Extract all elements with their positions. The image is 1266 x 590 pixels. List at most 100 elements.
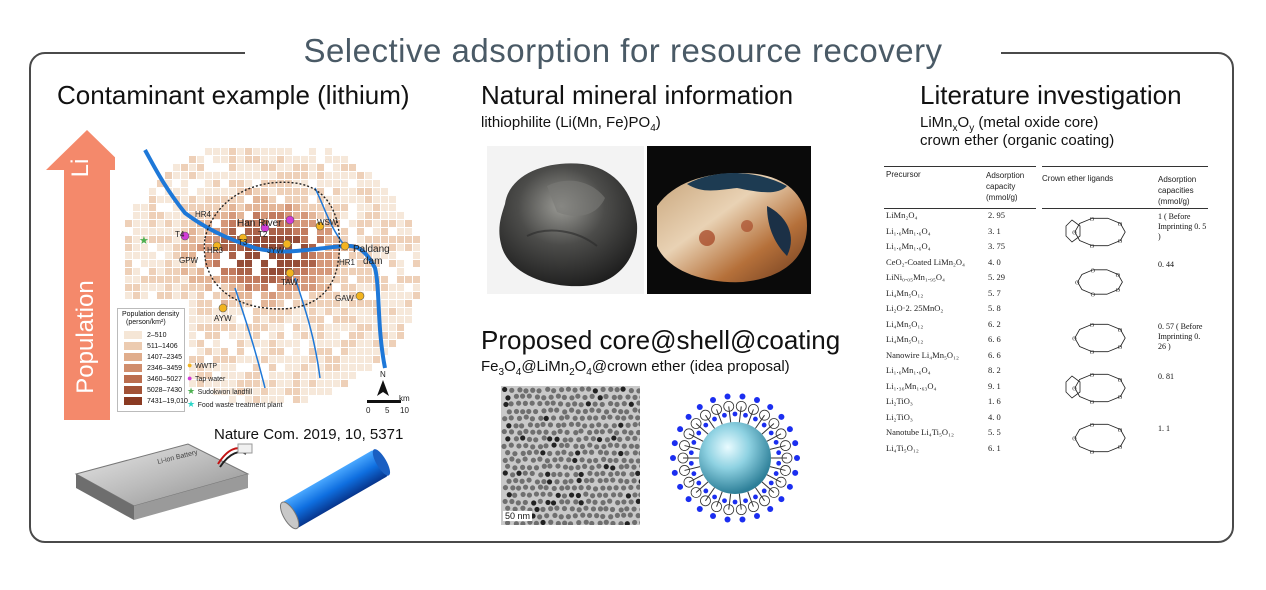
nanoparticle bbox=[526, 477, 532, 483]
density-cell bbox=[293, 332, 300, 339]
density-cell bbox=[205, 308, 212, 315]
nanoparticle bbox=[505, 505, 511, 511]
density-cell bbox=[197, 380, 204, 387]
density-cell bbox=[341, 380, 348, 387]
nanoparticle bbox=[551, 442, 557, 448]
density-cell bbox=[173, 236, 180, 243]
ligand-value-4: 0. 81 bbox=[1158, 372, 1174, 381]
density-cell bbox=[357, 172, 364, 179]
nanoparticle bbox=[569, 407, 575, 413]
legend-row: 5028–7430 bbox=[124, 386, 182, 394]
nanoparticle bbox=[502, 484, 509, 491]
density-cell bbox=[293, 396, 300, 403]
marker-legend-label: Sudokwon landfill bbox=[197, 389, 253, 396]
tem-nanoparticle-image: 50 nm bbox=[501, 386, 640, 525]
density-cell bbox=[333, 212, 340, 219]
density-cell bbox=[317, 276, 324, 283]
nanoparticle bbox=[547, 450, 553, 457]
nanoparticle bbox=[639, 437, 640, 442]
nanoparticle bbox=[506, 492, 512, 498]
density-cell bbox=[293, 228, 300, 235]
density-cell bbox=[333, 260, 340, 267]
nanoparticle bbox=[613, 430, 620, 436]
density-cell bbox=[221, 372, 228, 379]
nanoparticle bbox=[568, 451, 574, 457]
density-cell bbox=[213, 252, 220, 259]
density-cell bbox=[197, 284, 204, 291]
density-cell bbox=[189, 212, 196, 219]
nanoparticle bbox=[541, 435, 547, 441]
ligand-value-1: 1 ( Before Imprinting 0. 5 ) bbox=[1158, 212, 1207, 241]
nanoparticle bbox=[566, 457, 572, 463]
nanoparticle bbox=[585, 401, 591, 407]
nanoparticle bbox=[551, 485, 557, 492]
density-cell bbox=[173, 260, 180, 267]
density-cell bbox=[253, 188, 260, 195]
nanoparticle bbox=[635, 513, 640, 519]
density-cell bbox=[301, 332, 308, 339]
nanoparticle bbox=[509, 498, 515, 505]
density-cell bbox=[309, 204, 316, 211]
nanoparticle bbox=[628, 414, 634, 420]
nanoparticle bbox=[541, 478, 547, 485]
density-cell bbox=[221, 220, 228, 227]
lithium-ion-dot bbox=[688, 460, 694, 466]
density-cell bbox=[173, 276, 180, 283]
legend-bin-label: 3460–5027 bbox=[147, 375, 183, 383]
density-cell bbox=[397, 292, 404, 299]
density-cell bbox=[333, 356, 340, 363]
nanoparticle bbox=[580, 512, 586, 518]
density-cell bbox=[373, 316, 380, 323]
density-cell bbox=[245, 156, 252, 163]
density-cell bbox=[173, 164, 180, 171]
density-cell bbox=[245, 220, 252, 227]
nanoparticle bbox=[572, 387, 578, 393]
density-cell bbox=[125, 236, 132, 243]
density-cell bbox=[365, 172, 372, 179]
density-cell bbox=[389, 204, 396, 211]
literature-table: Precursor Adsorption capacity (mmol/g) C… bbox=[880, 160, 1210, 465]
precursor-cell: Li₄Ti₅O₁₂ bbox=[886, 442, 919, 453]
density-cell bbox=[189, 372, 196, 379]
lithium-ion-dot bbox=[732, 499, 738, 505]
limn-text: @LiMn bbox=[521, 358, 570, 375]
nanoparticle bbox=[559, 485, 565, 491]
density-cell bbox=[341, 204, 348, 211]
nanoparticle bbox=[608, 386, 614, 392]
density-cell bbox=[205, 148, 212, 155]
nanoparticle bbox=[546, 479, 553, 485]
density-cell bbox=[293, 204, 300, 211]
density-cell bbox=[205, 364, 212, 371]
nanoparticle bbox=[607, 457, 613, 464]
nanoparticle bbox=[617, 492, 623, 498]
density-cell bbox=[357, 348, 364, 355]
density-cell bbox=[341, 236, 348, 243]
density-cell bbox=[341, 164, 348, 171]
density-cell bbox=[381, 292, 388, 299]
lithium-ion-dot bbox=[688, 450, 694, 456]
density-cell bbox=[301, 212, 308, 219]
nanoparticle bbox=[505, 395, 511, 401]
nanoparticle bbox=[534, 479, 540, 485]
density-cell bbox=[357, 220, 364, 227]
nanoparticle bbox=[636, 484, 640, 490]
nanoparticle bbox=[567, 521, 574, 525]
mineral-photo-dark bbox=[487, 146, 644, 294]
precursor-cell: Li₁.₆Mn₁.₆O₄ bbox=[886, 365, 931, 375]
density-cell bbox=[213, 148, 220, 155]
nanoparticle bbox=[610, 520, 616, 525]
density-cell bbox=[301, 172, 308, 179]
nanoparticle bbox=[628, 458, 634, 464]
density-cell bbox=[165, 228, 172, 235]
nanoparticle bbox=[627, 512, 633, 518]
nanoparticle bbox=[558, 415, 565, 421]
density-cell bbox=[149, 196, 156, 203]
density-cell bbox=[205, 332, 212, 339]
density-cell bbox=[373, 260, 380, 267]
nanoparticle bbox=[618, 507, 624, 513]
density-cell bbox=[237, 260, 244, 267]
density-cell bbox=[157, 228, 164, 235]
density-cell bbox=[125, 276, 132, 283]
capacity-cell: 6. 6 bbox=[988, 334, 1001, 344]
density-cell bbox=[317, 308, 324, 315]
